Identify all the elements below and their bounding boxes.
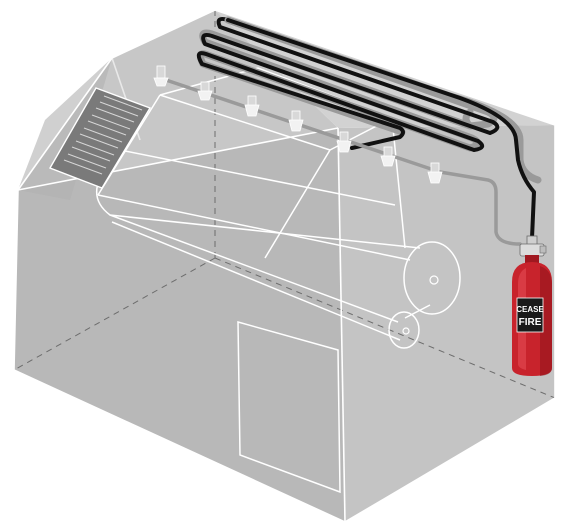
fire-suppression-cylinder: CEASE FIRE xyxy=(512,235,552,376)
enclosure-left-slope xyxy=(18,58,112,200)
cylinder-valve-gauge xyxy=(539,245,547,254)
nozzle xyxy=(288,110,304,132)
nozzle xyxy=(197,81,213,101)
cylinder-label-plate xyxy=(516,297,544,333)
discharge-nozzles xyxy=(153,65,443,184)
hidden-edge-left xyxy=(13,257,216,371)
nozzle xyxy=(427,162,443,184)
nozzle xyxy=(153,65,169,87)
control-panel-frame xyxy=(48,87,152,189)
conveyor-belt-return xyxy=(111,221,401,341)
tube-serpentine xyxy=(196,16,500,152)
hidden-edges xyxy=(13,10,556,399)
idler-roller-hub xyxy=(402,327,410,335)
edge-outline xyxy=(13,9,556,523)
detection-tubing xyxy=(158,16,542,246)
drive-roller-hub xyxy=(429,275,439,285)
drive-roller xyxy=(403,241,461,315)
guide-line-2 xyxy=(159,94,331,151)
nozzle xyxy=(336,131,352,153)
cylinder-label-line1: CEASE xyxy=(516,305,544,314)
access-door xyxy=(237,321,341,494)
cylinder-label-line2: FIRE xyxy=(519,317,542,328)
control-panel-slots xyxy=(63,95,143,175)
idler-roller xyxy=(388,311,420,349)
guide-line-1 xyxy=(97,194,411,261)
enclosure-right-face xyxy=(338,125,555,522)
cylinder-neck xyxy=(525,255,539,265)
edge-top-front xyxy=(17,127,339,191)
guide-line-3 xyxy=(119,149,396,206)
conveyor-belt-lower xyxy=(404,304,431,319)
nozzle xyxy=(380,146,396,167)
cylinder-shading xyxy=(540,266,552,376)
conveyor-internals xyxy=(95,67,461,494)
tube-to-cylinder xyxy=(226,18,536,240)
discharge-line xyxy=(158,76,522,246)
nozzle xyxy=(244,95,260,117)
control-panel xyxy=(48,87,152,189)
hopper-mid-edge xyxy=(264,149,331,259)
conveyor-belt-bottom xyxy=(109,214,399,323)
enclosure-front-face xyxy=(14,128,345,522)
